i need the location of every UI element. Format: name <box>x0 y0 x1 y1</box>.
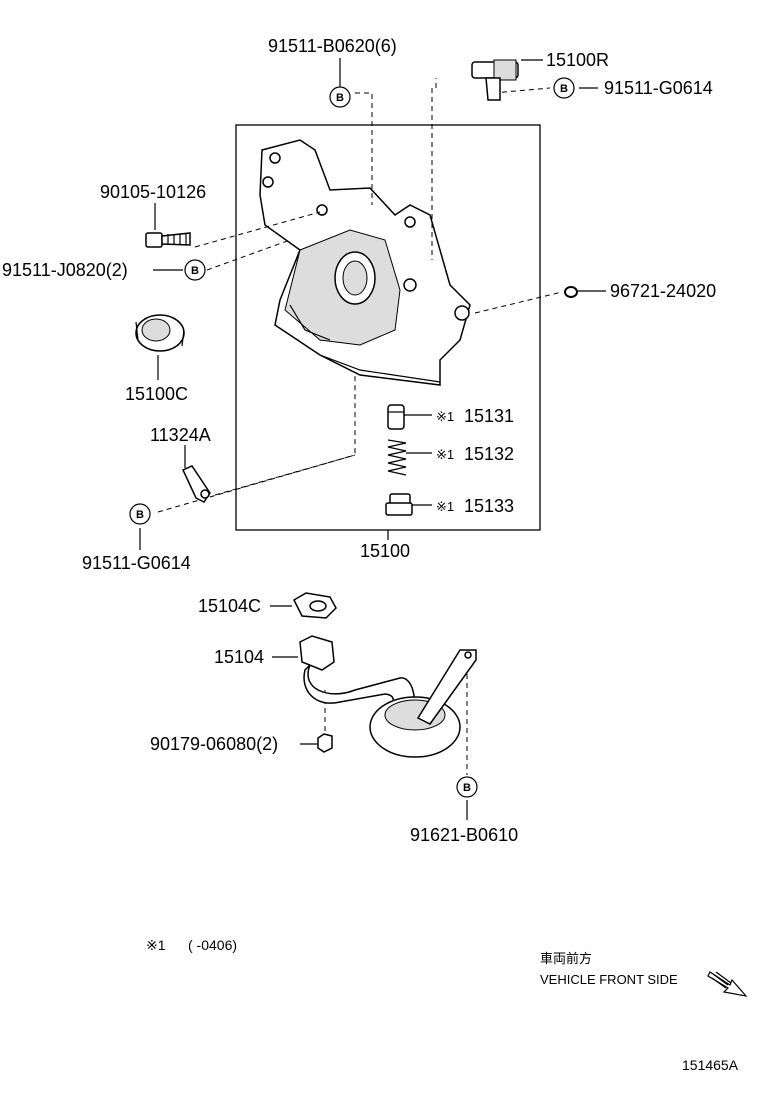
label-bracket: 11324A <box>150 425 211 445</box>
plug-part[interactable] <box>385 493 413 516</box>
b-marker: B <box>129 503 151 525</box>
b-marker: B <box>456 776 478 798</box>
valve-part[interactable] <box>387 404 405 430</box>
direction-en: VEHICLE FRONT SIDE <box>540 972 678 987</box>
svg-text:B: B <box>463 782 471 794</box>
svg-text:B: B <box>191 265 199 277</box>
spring-part[interactable] <box>387 439 407 476</box>
note-mark-valve: ※1 <box>436 409 454 424</box>
label-spring: 15132 <box>464 444 514 464</box>
label-gasket: 15104C <box>198 596 261 616</box>
label-seal: 15100C <box>125 384 188 404</box>
note-mark-plug: ※1 <box>436 499 454 514</box>
note-mark-spring: ※1 <box>436 447 454 462</box>
direction-arrow-icon <box>707 971 748 997</box>
label-bolt-left: 90105-10126 <box>100 182 206 202</box>
b-marker: B <box>329 86 351 108</box>
illustration-ref: 151465A <box>682 1057 739 1073</box>
nut-part[interactable] <box>317 733 333 753</box>
label-sensor-bolt: 91511-G0614 <box>604 78 713 98</box>
direction-jp: 車両前方 <box>540 951 592 966</box>
strainer-part[interactable] <box>299 635 477 758</box>
label-bolt-top: 91511-B0620(6) <box>268 36 397 56</box>
b-marker: B <box>553 77 575 99</box>
b-marker: B <box>184 259 206 281</box>
label-pump-assy: 15100 <box>360 541 410 561</box>
oring-part[interactable] <box>564 286 578 298</box>
label-sensor: 15100R <box>546 50 609 70</box>
label-valve: 15131 <box>464 406 514 426</box>
bracket-part[interactable] <box>181 465 211 503</box>
oil-pump-body[interactable] <box>259 139 471 386</box>
sensor-part[interactable] <box>471 59 519 101</box>
gasket-part[interactable] <box>293 592 337 619</box>
label-strainer-bolt: 91621-B0610 <box>410 825 518 845</box>
bolt-part[interactable] <box>145 232 191 248</box>
label-plug: 15133 <box>464 496 514 516</box>
footnote-text: ( -0406) <box>188 937 237 953</box>
seal-part[interactable] <box>135 314 185 352</box>
label-strainer: 15104 <box>214 647 264 667</box>
svg-text:B: B <box>560 83 568 95</box>
label-bolt-left2: 91511-J0820(2) <box>2 260 128 280</box>
label-nut: 90179-06080(2) <box>150 734 278 754</box>
svg-text:B: B <box>336 92 344 104</box>
footnote-mark: ※1 <box>146 937 166 953</box>
label-bracket-bolt: 91511-G0614 <box>82 553 191 573</box>
label-oring: 96721-24020 <box>610 281 716 301</box>
svg-text:B: B <box>136 509 144 521</box>
